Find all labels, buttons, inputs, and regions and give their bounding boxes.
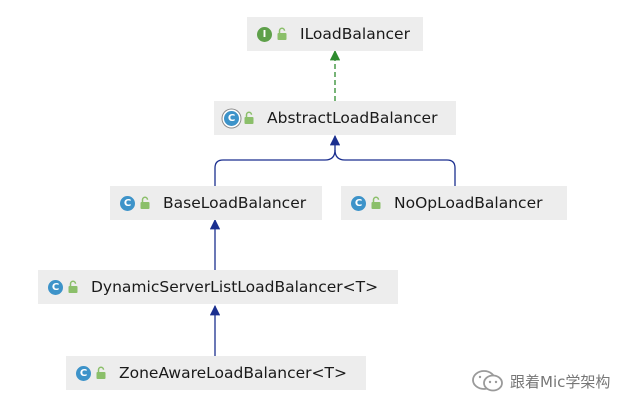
node-label: NoOpLoadBalancer [394, 194, 543, 212]
class-icon: C [76, 365, 91, 381]
node-label: DynamicServerListLoadBalancer<T> [91, 278, 379, 296]
unlocked-icon [140, 196, 150, 209]
class-icon: C [351, 195, 366, 211]
node-label: ILoadBalancer [300, 25, 410, 43]
unlocked-icon [244, 111, 254, 124]
node-dynamicserverlistloadbalancer[interactable]: C DynamicServerListLoadBalancer<T> [38, 270, 398, 304]
node-label: AbstractLoadBalancer [267, 109, 438, 127]
unlocked-icon [68, 280, 78, 293]
edge-extends-noop [334, 149, 456, 186]
unlocked-icon [371, 196, 381, 209]
node-baseloadbalancer[interactable]: C BaseLoadBalancer [110, 186, 322, 220]
node-nooploadbalancer[interactable]: C NoOpLoadBalancer [341, 186, 567, 220]
wechat-official-account-icon [472, 370, 503, 392]
node-label: ZoneAwareLoadBalancer<T> [119, 364, 347, 382]
watermark: 跟着Mic学架构 [470, 368, 610, 394]
unlocked-icon [277, 27, 287, 40]
node-abstractloadbalancer[interactable]: C AbstractLoadBalancer [214, 101, 456, 135]
watermark-text: 跟着Mic学架构 [510, 372, 611, 391]
class-icon: C [120, 195, 135, 211]
interface-icon: I [257, 26, 272, 42]
abstract-class-icon: C [224, 110, 239, 126]
node-iloadbalancer[interactable]: I ILoadBalancer [247, 17, 423, 51]
node-label: BaseLoadBalancer [163, 194, 307, 212]
edge-extends-base [214, 134, 341, 186]
class-icon: C [48, 279, 63, 295]
node-zoneawareloadbalancer[interactable]: C ZoneAwareLoadBalancer<T> [66, 356, 366, 390]
unlocked-icon [96, 366, 106, 379]
